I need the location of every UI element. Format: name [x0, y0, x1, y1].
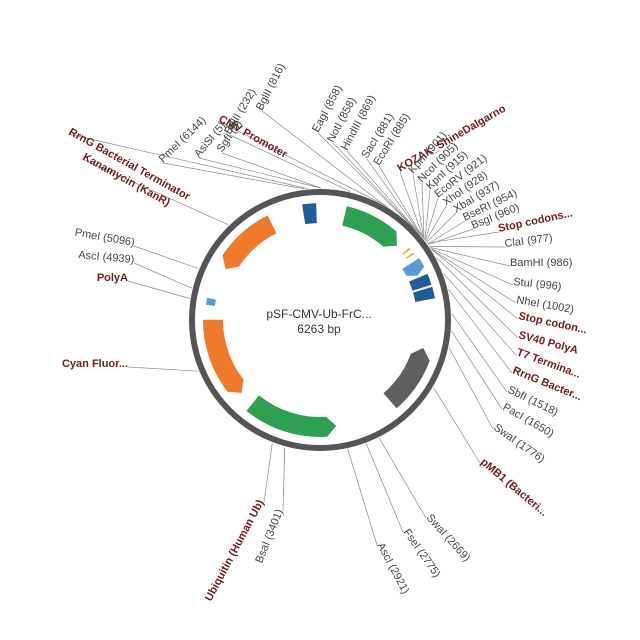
feature-arc-kan	[222, 215, 277, 270]
feature-arc-kozak	[402, 247, 411, 255]
leader-cmv	[217, 120, 386, 206]
site-label-bglII1: BglII (816)	[254, 62, 288, 113]
leader-kan	[81, 158, 229, 226]
leader-sgfI	[221, 152, 321, 189]
leader-sv40	[436, 257, 519, 339]
leader-polya	[127, 280, 190, 299]
leader-pmb1	[433, 387, 481, 464]
leader-rrng2	[448, 288, 513, 374]
feature-arc-stop1	[405, 252, 415, 259]
leader-ecoRV	[424, 197, 439, 241]
leader-ub	[263, 443, 273, 503]
leader-kozak	[399, 171, 424, 238]
plasmid-backbone-circle	[189, 189, 451, 451]
leader-bseRI	[427, 220, 466, 245]
leader-nheI	[431, 249, 517, 304]
feature-arc-polya	[206, 297, 216, 306]
leader-stop2	[431, 249, 519, 320]
feature-arc-cyan	[202, 319, 244, 393]
site-label-bamHI: BamHI (986)	[510, 257, 572, 269]
feature-arc-rrng2	[413, 286, 435, 302]
leader-fseI	[365, 443, 404, 533]
leader-asisi	[198, 157, 321, 189]
leader-swaI2	[378, 437, 427, 519]
label-leader-lines	[67, 110, 519, 546]
leader-stuI	[430, 248, 514, 286]
leader-xhoI	[425, 205, 447, 242]
leader-sacI	[366, 158, 423, 237]
feature-arc-ub	[246, 395, 337, 438]
leader-swaI1	[448, 347, 494, 430]
site-label-ascI2: AscI (4939)	[78, 249, 135, 266]
leader-pmei1	[162, 162, 305, 190]
leader-hindIII	[346, 150, 422, 236]
leader-eagI	[317, 132, 421, 235]
leader-bglII2	[229, 134, 351, 192]
leader-ncoI	[421, 182, 425, 239]
leader-rrng1	[67, 133, 308, 189]
feature-arc-t7	[409, 273, 432, 291]
feature-arcs	[202, 203, 435, 438]
leader-xbaI	[426, 212, 457, 243]
feature-arc-pmb1	[383, 348, 430, 409]
leader-bsaI	[282, 447, 286, 512]
leader-notI	[332, 142, 421, 235]
site-label-ascI1: AscI (2921)	[374, 541, 411, 596]
site-label-claI: ClaI (977)	[504, 232, 553, 250]
feature-arc-sv40	[402, 258, 425, 276]
plasmid-size: 6263 bp	[297, 322, 341, 336]
feature-arc-cmv	[342, 206, 397, 247]
site-label-fseI: FseI (2775)	[401, 527, 443, 580]
feature-label-cyan: Cyan Fluor...	[62, 358, 128, 370]
feature-arc-term1	[302, 203, 317, 225]
site-label-stuI: StuI (996)	[513, 276, 562, 293]
leader-ascI1	[347, 448, 378, 546]
leader-t7	[443, 273, 517, 356]
leader-kpnI1	[412, 173, 425, 239]
leader-pmeI2	[133, 245, 199, 269]
feature-label-polya: PolyA	[97, 272, 128, 284]
site-label-pmeI2: PmeI (5096)	[74, 227, 136, 249]
leader-stop1	[427, 231, 500, 244]
leader-kpnI2	[424, 189, 431, 240]
leader-cyan	[127, 366, 199, 372]
leader-ascI2	[133, 262, 193, 289]
leader-ecoRI	[378, 165, 423, 237]
feature-label-pmb1: pMB1 (Bacteri...	[478, 456, 549, 519]
plasmid-name: pSF-CMV-Ub-FrC...	[266, 307, 371, 321]
leader-claI	[429, 246, 506, 248]
leader-pacI	[451, 330, 503, 410]
leader-sbfI	[451, 313, 508, 393]
leader-bamHI	[430, 247, 511, 267]
